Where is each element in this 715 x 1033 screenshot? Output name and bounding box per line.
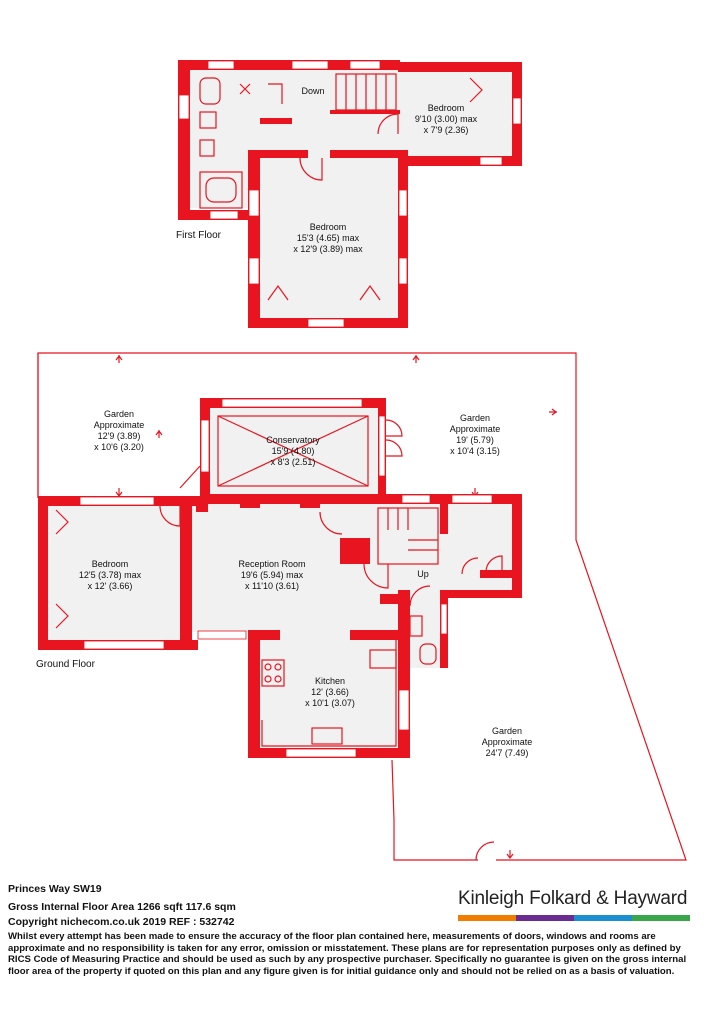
bedroom-b-name: Bedroom xyxy=(310,222,347,232)
brand-color-bar xyxy=(458,915,690,921)
bedroom-a-name: Bedroom xyxy=(428,103,465,113)
reception-name: Reception Room xyxy=(238,559,305,569)
kitchen-name: Kitchen xyxy=(315,676,345,686)
floor-area: Gross Internal Floor Area 1266 sqft 117.… xyxy=(8,901,236,913)
kitchen-dim1: 12' (3.66) xyxy=(311,687,349,697)
reception-dim1: 19'6 (5.94) max xyxy=(241,570,304,580)
brand-bar-blue xyxy=(574,915,632,921)
stairs-down-label: Down xyxy=(301,86,324,96)
ground-floor-label: Ground Floor xyxy=(36,659,96,670)
stairs-first xyxy=(335,73,397,111)
garden-bottom-dim1: 24'7 (7.49) xyxy=(486,748,529,758)
brand-bar-purple xyxy=(516,915,574,921)
garden-left-line1: Approximate xyxy=(94,420,145,430)
first-floor-label: First Floor xyxy=(176,230,222,241)
garden-right-dim1: 19' (5.79) xyxy=(456,435,494,445)
address: Princes Way SW19 xyxy=(8,883,102,895)
disclaimer: Whilst every attempt has been made to en… xyxy=(8,931,687,977)
garden-left-dim1: 12'9 (3.89) xyxy=(98,431,141,441)
reception-dim2: x 11'10 (3.61) xyxy=(245,581,299,591)
footer: Princes Way SW19 Gross Internal Floor Ar… xyxy=(8,882,708,930)
bedroom-a-dim1: 9'10 (3.00) max xyxy=(415,114,478,124)
bedroom-b-dim2: x 12'9 (3.89) max xyxy=(293,244,363,254)
brand-logo: Kinleigh Folkard & Hayward xyxy=(458,888,698,921)
conservatory-name: Conservatory xyxy=(266,435,320,445)
brand-bar-green xyxy=(632,915,690,921)
brand-name: Kinleigh Folkard & Hayward xyxy=(458,888,688,909)
garden-right-dim2: x 10'4 (3.15) xyxy=(450,446,500,456)
conservatory-dim1: 15'9 (4.80) xyxy=(272,446,315,456)
floor-plan: Down Bedroom 9'10 (3.00) max x 7'9 (2.36… xyxy=(36,60,687,861)
copyright: Copyright nichecom.co.uk 2019 REF : 5327… xyxy=(8,916,235,928)
kitchen-dim2: x 10'1 (3.07) xyxy=(305,698,355,708)
stairs-up-label: Up xyxy=(417,569,429,579)
garden-left-dim2: x 10'6 (3.20) xyxy=(94,442,144,452)
ground-bedroom-dim2: x 12' (3.66) xyxy=(88,581,133,591)
brand-bar-orange xyxy=(458,915,516,921)
first-floor: Down Bedroom 9'10 (3.00) max x 7'9 (2.36… xyxy=(176,60,522,328)
bedroom-a-dim2: x 7'9 (2.36) xyxy=(424,125,469,135)
garden-right-name: Garden xyxy=(460,413,490,423)
ground-bedroom-dim1: 12'5 (3.78) max xyxy=(79,570,142,580)
garden-right-line1: Approximate xyxy=(450,424,501,434)
garden-bottom-line1: Approximate xyxy=(482,737,533,747)
garden-bottom-name: Garden xyxy=(492,726,522,736)
conservatory-dim2: x 8'3 (2.51) xyxy=(271,457,316,467)
ground-floor: Garden Approximate 12'9 (3.89) x 10'6 (3… xyxy=(36,352,687,861)
bedroom-b-dim1: 15'3 (4.65) max xyxy=(297,233,360,243)
stairs-ground xyxy=(377,507,439,565)
ground-bedroom-name: Bedroom xyxy=(92,559,129,569)
garden-left-name: Garden xyxy=(104,409,134,419)
